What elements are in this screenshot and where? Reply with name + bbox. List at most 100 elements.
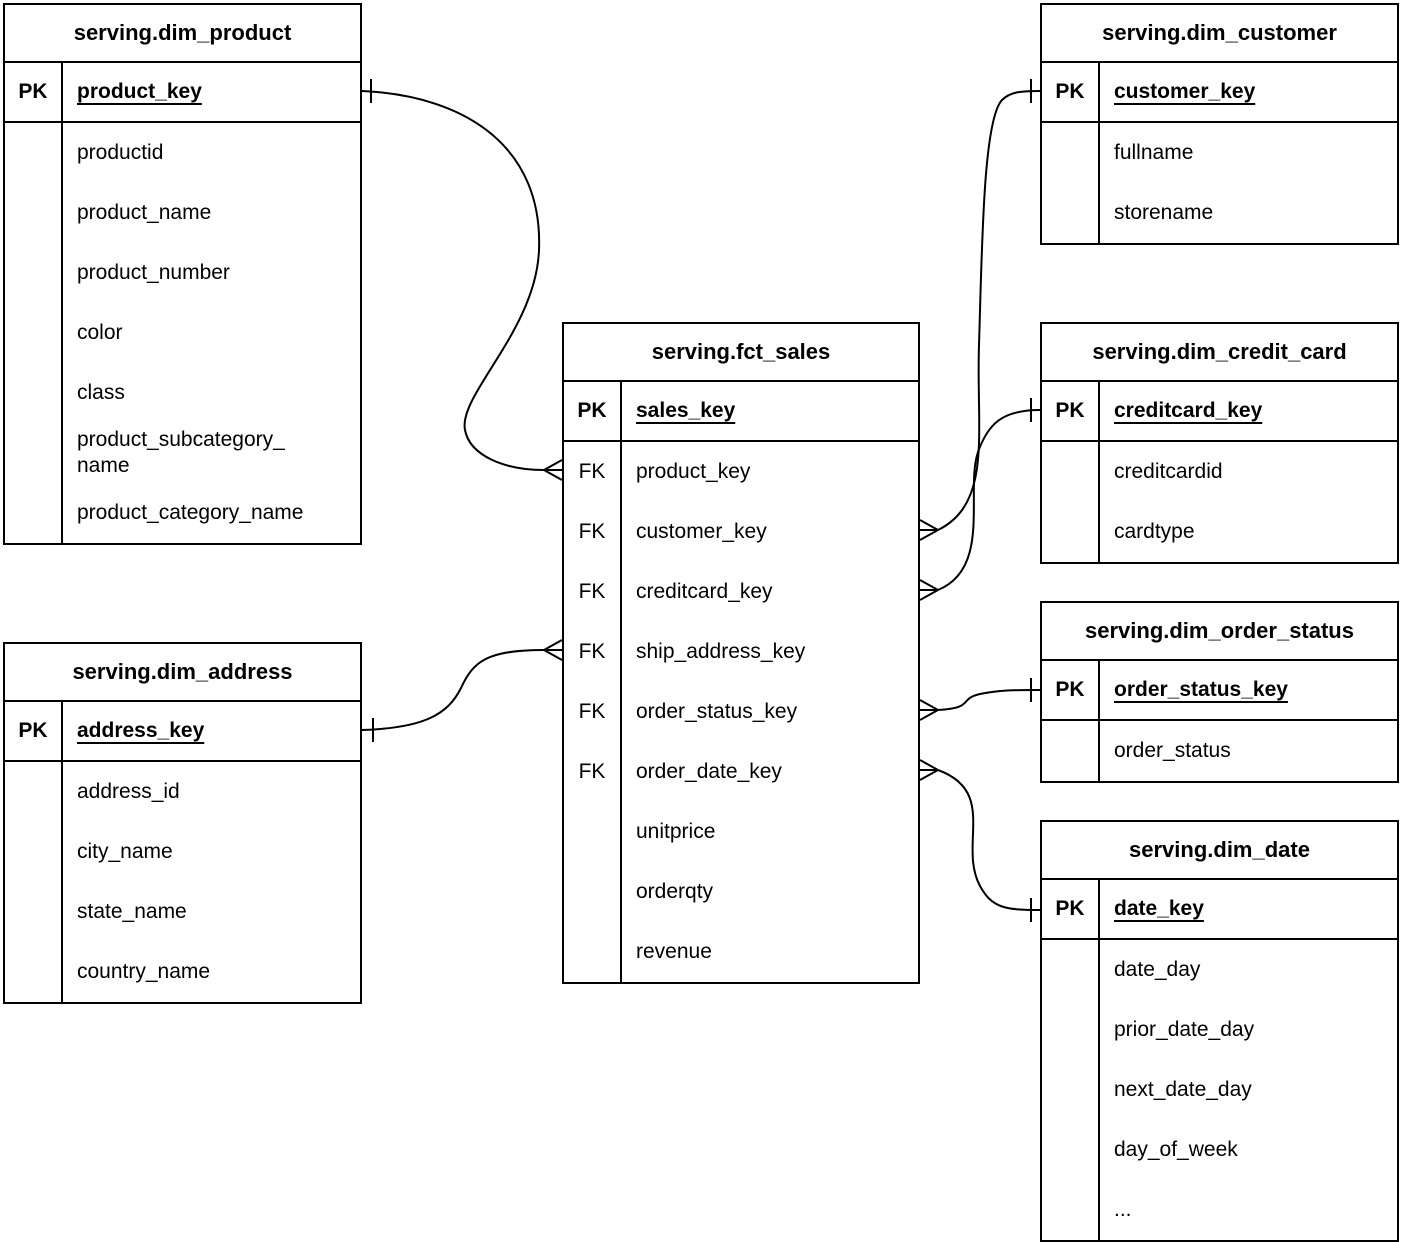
table-row: revenue [564, 922, 918, 982]
key-badge [1042, 502, 1100, 562]
field-name: order_status [1114, 739, 1231, 762]
relationship-order_date [919, 759, 1041, 922]
table-title: serving.dim_address [5, 644, 360, 702]
table-row: state_name [5, 882, 360, 942]
pk-badge: PK [5, 63, 63, 121]
table-title: serving.dim_credit_card [1042, 324, 1397, 382]
table-row: order_status [1042, 721, 1397, 781]
table-row: date_day [1042, 940, 1397, 1000]
key-badge [564, 922, 622, 982]
cardinality-many-crowfoot [919, 759, 939, 781]
field-name: date_day [1114, 958, 1201, 981]
table-title: serving.dim_customer [1042, 5, 1397, 63]
table-row: FK ship_address_key [564, 622, 918, 682]
table-pk-row: PK address_key [5, 702, 360, 762]
pk-field-name: customer_key [1114, 80, 1256, 103]
table-row: next_date_day [1042, 1060, 1397, 1120]
connector-line [937, 90, 1041, 531]
key-badge [5, 423, 63, 483]
table-dim-product: serving.dim_product PK product_key produ… [3, 3, 362, 545]
table-pk-row: PK product_key [5, 63, 360, 123]
table-row: product_category_name [5, 483, 360, 543]
relationship-order_status [919, 678, 1041, 721]
pk-badge: PK [5, 702, 63, 760]
key-badge [1042, 721, 1100, 781]
pk-field-name: address_key [77, 719, 205, 742]
key-badge [1042, 1180, 1100, 1240]
table-pk-row: PK order_status_key [1042, 661, 1397, 721]
cardinality-many-crowfoot [919, 699, 939, 721]
cardinality-many-crowfoot [919, 519, 939, 541]
table-pk-row: PK creditcard_key [1042, 382, 1397, 442]
table-row: ... [1042, 1180, 1397, 1240]
key-badge [5, 762, 63, 822]
fk-badge: FK [564, 442, 622, 502]
table-row: address_id [5, 762, 360, 822]
key-badge [5, 822, 63, 882]
table-dim-address: serving.dim_address PK address_key addre… [3, 642, 362, 1004]
key-badge [1042, 1000, 1100, 1060]
pk-field-name: product_key [77, 80, 202, 103]
field-name: country_name [77, 960, 211, 983]
connector-line [361, 90, 545, 471]
table-title: serving.dim_order_status [1042, 603, 1397, 661]
field-name: color [77, 321, 123, 344]
field-name: fullname [1114, 141, 1194, 164]
key-badge [5, 123, 63, 183]
fk-badge: FK [564, 502, 622, 562]
key-badge [1042, 1060, 1100, 1120]
field-name: class [77, 381, 125, 404]
table-row: FK customer_key [564, 502, 918, 562]
table-row: unitprice [564, 802, 918, 862]
pk-field-name: order_status_key [1114, 678, 1288, 701]
field-name: product_category_name [77, 501, 304, 524]
table-row: product_number [5, 243, 360, 303]
field-name: next_date_day [1114, 1078, 1252, 1101]
table-pk-row: PK sales_key [564, 382, 918, 442]
field-name: orderqty [636, 880, 714, 903]
connector-line [937, 769, 1041, 911]
table-row: day_of_week [1042, 1120, 1397, 1180]
table-pk-row: PK date_key [1042, 880, 1397, 940]
field-name: productid [77, 141, 164, 164]
key-badge [1042, 183, 1100, 243]
field-name: creditcard_key [636, 580, 773, 603]
field-name: order_status_key [636, 700, 798, 723]
relationship-creditcard [919, 398, 1041, 601]
pk-badge: PK [1042, 880, 1100, 938]
field-name: day_of_week [1114, 1138, 1238, 1161]
field-name: storename [1114, 201, 1214, 224]
key-badge [5, 183, 63, 243]
field-name: address_id [77, 780, 180, 803]
field-name: unitprice [636, 820, 716, 843]
table-row: productid [5, 123, 360, 183]
table-row: product_name [5, 183, 360, 243]
fk-badge: FK [564, 622, 622, 682]
table-row: fullname [1042, 123, 1397, 183]
table-title: serving.fct_sales [564, 324, 918, 382]
field-name: state_name [77, 900, 187, 923]
cardinality-many-crowfoot [919, 579, 939, 601]
table-row: color [5, 303, 360, 363]
key-badge [5, 243, 63, 303]
field-name: product_name [77, 201, 212, 224]
field-name: prior_date_day [1114, 1018, 1255, 1041]
relationship-product [361, 79, 563, 481]
key-badge [5, 303, 63, 363]
table-row: storename [1042, 183, 1397, 243]
connector-line [361, 649, 545, 731]
table-row: FK product_key [564, 442, 918, 502]
table-row: FK order_status_key [564, 682, 918, 742]
table-title: serving.dim_product [5, 5, 360, 63]
fk-badge: FK [564, 742, 622, 802]
field-name: cardtype [1114, 520, 1195, 543]
table-row: city_name [5, 822, 360, 882]
fk-badge: FK [564, 682, 622, 742]
cardinality-many-crowfoot [543, 459, 563, 481]
key-badge [1042, 940, 1100, 1000]
table-dim-customer: serving.dim_customer PK customer_key ful… [1040, 3, 1399, 245]
field-name: city_name [77, 840, 173, 863]
table-row: product_subcategory_ name [5, 423, 360, 483]
